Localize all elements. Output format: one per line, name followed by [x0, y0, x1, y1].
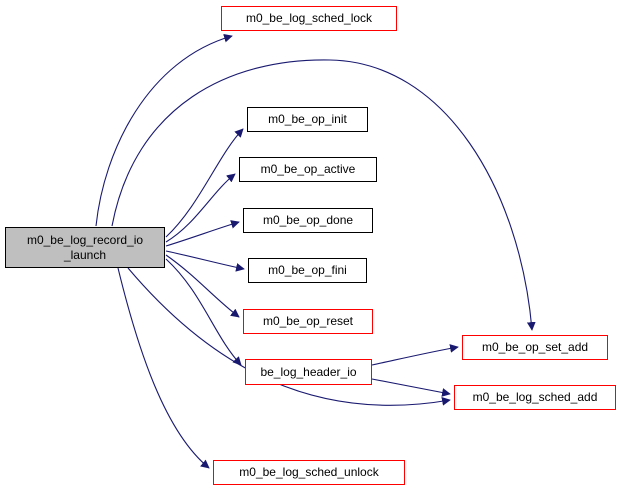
edge-launch-to-op-done: [165, 220, 240, 247]
edge-launch-to-sched-lock: [95, 33, 233, 227]
edge-launch-to-op-reset: [165, 254, 240, 318]
node-m0_be_op_fini[interactable]: m0_be_op_fini: [248, 258, 367, 283]
edge-launch-to-sched-unlock: [117, 267, 210, 469]
node-m0_be_op_done[interactable]: m0_be_op_done: [243, 208, 373, 233]
edge-header-io-to-sched-add: [371, 378, 451, 397]
node-m0_be_log_record_io_launch: m0_be_log_record_io _launch: [5, 227, 165, 268]
node-m0_be_op_active[interactable]: m0_be_op_active: [239, 157, 377, 182]
node-m0_be_log_sched_unlock[interactable]: m0_be_log_sched_unlock: [213, 460, 405, 485]
node-m0_be_op_set_add[interactable]: m0_be_op_set_add: [462, 335, 608, 360]
node-m0_be_op_reset[interactable]: m0_be_op_reset: [243, 309, 373, 334]
node-m0_be_log_sched_lock[interactable]: m0_be_log_sched_lock: [221, 6, 397, 31]
edge-launch-to-header-io: [165, 258, 242, 366]
edge-header-io-to-op-set-add: [371, 344, 459, 366]
node-m0_be_op_init[interactable]: m0_be_op_init: [247, 107, 368, 132]
edge-launch-to-op-init: [165, 128, 244, 238]
node-m0_be_log_sched_add[interactable]: m0_be_log_sched_add: [454, 385, 616, 410]
edge-launch-to-op-fini: [165, 250, 245, 272]
node-be_log_header_io[interactable]: be_log_header_io: [245, 359, 372, 385]
edge-launch-to-op-active: [165, 173, 236, 243]
edge-launch-to-op-set-add: [111, 59, 536, 331]
